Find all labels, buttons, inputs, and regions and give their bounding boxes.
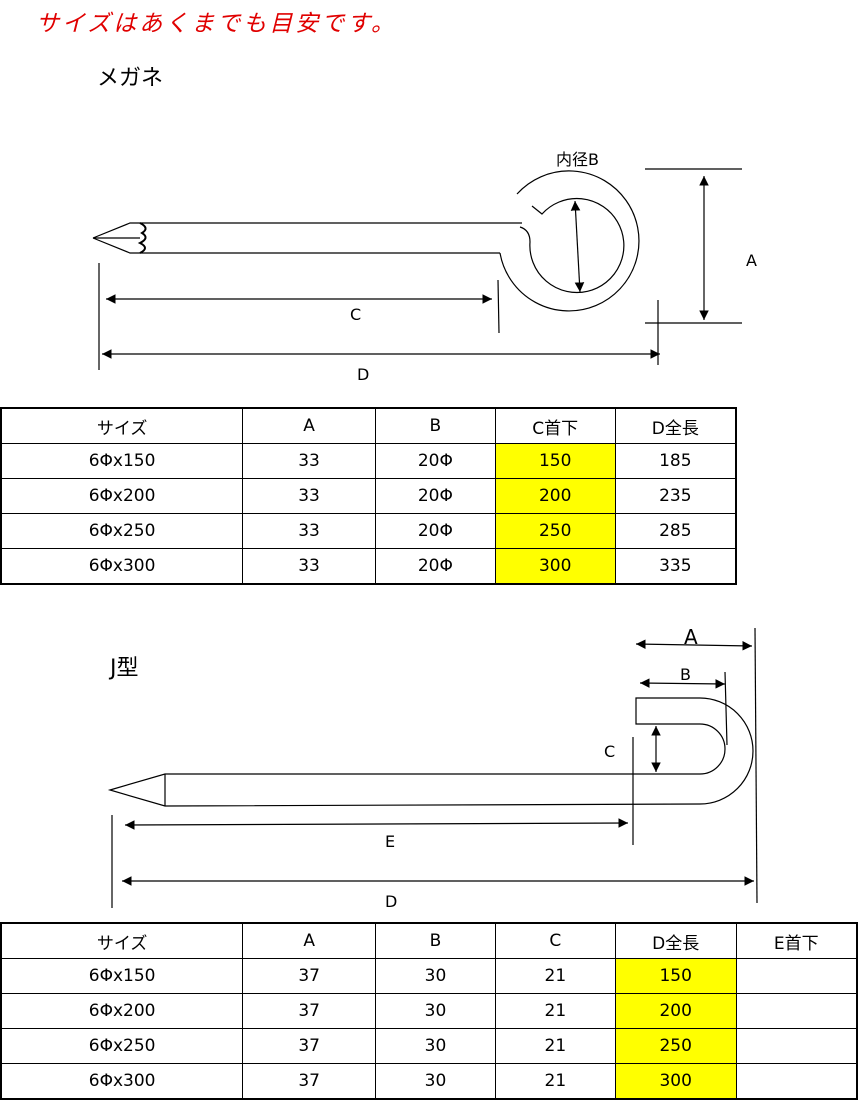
cell: 6Φx300	[0, 548, 244, 585]
header-cell: サイズ	[0, 922, 244, 959]
label-c: C	[350, 305, 361, 324]
header-cell: C	[494, 922, 616, 959]
cell: 30	[375, 993, 496, 1029]
cell: 6Φx200	[0, 478, 244, 514]
cell	[735, 958, 858, 994]
cell: 250	[494, 513, 616, 549]
j-label-d: D	[385, 892, 397, 911]
cell: 21	[494, 1063, 616, 1100]
cell	[735, 993, 858, 1029]
header-cell: B	[375, 922, 496, 959]
header-cell: B	[374, 407, 496, 444]
cell: 33	[242, 443, 376, 479]
table-header-row: サイズ A B C首下 D全長	[0, 407, 737, 444]
header-cell: サイズ	[0, 407, 244, 444]
j-type-diagram	[107, 627, 758, 908]
table-header-row: サイズ A B C D全長 E首下	[0, 922, 858, 959]
cell: 37	[242, 958, 377, 994]
cell: 6Φx150	[0, 443, 244, 479]
j-label-c: C	[604, 742, 615, 761]
cell: 30	[375, 958, 496, 994]
cell: 37	[242, 1063, 377, 1100]
size-disclaimer-note: サイズはあくまでも目安です。	[36, 11, 398, 37]
cell: 20Φ	[374, 443, 496, 479]
cell	[735, 1028, 858, 1064]
cell: 21	[494, 993, 616, 1029]
megane-diagram	[92, 168, 742, 370]
j-label-a: A	[684, 625, 698, 649]
cell: 235	[614, 478, 737, 514]
megane-title: メガネ	[97, 66, 164, 91]
cell: 30	[375, 1028, 496, 1064]
cell: 30	[375, 1063, 496, 1100]
cell: 21	[494, 1028, 616, 1064]
label-a: A	[746, 251, 757, 270]
header-cell: A	[242, 922, 377, 959]
header-cell: D全長	[614, 407, 737, 444]
cell: 335	[614, 548, 737, 585]
cell: 37	[242, 993, 377, 1029]
cell: 20Φ	[374, 513, 496, 549]
cell: 285	[614, 513, 737, 549]
cell: 6Φx250	[0, 1028, 244, 1064]
cell: 200	[614, 993, 737, 1029]
cell: 150	[614, 958, 737, 994]
header-cell: D全長	[614, 922, 737, 959]
header-cell: E首下	[735, 922, 858, 959]
label-d: D	[357, 365, 369, 384]
j-type-title: J型	[110, 656, 139, 681]
cell: 6Φx200	[0, 993, 244, 1029]
cell: 33	[242, 513, 376, 549]
header-cell: A	[242, 407, 376, 444]
cell: 20Φ	[374, 478, 496, 514]
cell: 300	[614, 1063, 737, 1100]
cell: 37	[242, 1028, 377, 1064]
cell: 250	[614, 1028, 737, 1064]
cell: 150	[494, 443, 616, 479]
cell: 185	[614, 443, 737, 479]
cell: 300	[494, 548, 616, 585]
cell: 21	[494, 958, 616, 994]
header-cell: C首下	[494, 407, 616, 444]
cell: 33	[242, 478, 376, 514]
cell: 6Φx150	[0, 958, 244, 994]
j-label-b: B	[680, 665, 691, 684]
cell: 6Φx300	[0, 1063, 244, 1100]
label-inner-b: 内径B	[556, 150, 599, 169]
cell: 33	[242, 548, 376, 585]
cell: 6Φx250	[0, 513, 244, 549]
j-label-e: E	[385, 832, 395, 851]
cell: 200	[494, 478, 616, 514]
cell: 20Φ	[374, 548, 496, 585]
cell	[735, 1063, 858, 1100]
